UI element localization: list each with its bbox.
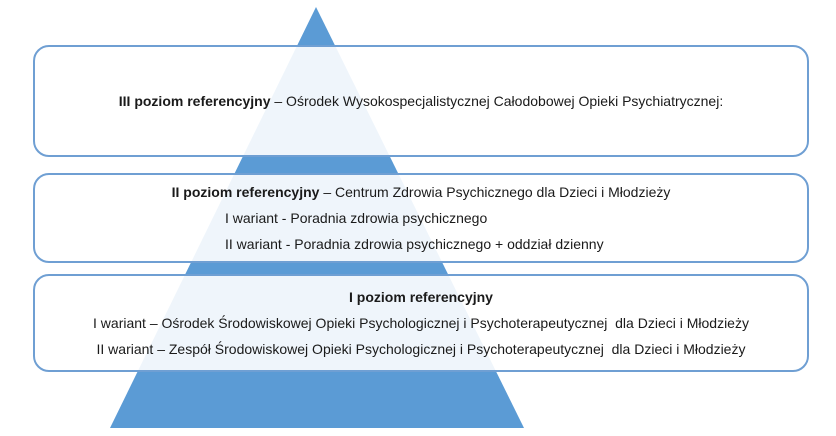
level-2-variant-1: I wariant - Poradnia zdrowia psychiczneg… [225, 210, 488, 226]
level-2-heading-bold: II poziom referencyjny [171, 184, 320, 200]
level-box-1: I poziom referencyjny I wariant – Ośrode… [33, 274, 809, 372]
level-2-heading: II poziom referencyjny – Centrum Zdrowia… [35, 179, 807, 205]
level-box-3: III poziom referencyjny – Ośrodek Wysoko… [33, 45, 809, 157]
level-1-heading: I poziom referencyjny [35, 284, 807, 310]
level-2-heading-suffix: – Centrum Zdrowia Psychicznego dla Dziec… [319, 184, 671, 200]
level-3-heading-bold: III poziom referencyjny [118, 93, 271, 109]
level-1-heading-bold: I poziom referencyjny [349, 289, 493, 305]
level-box-2: II poziom referencyjny – Centrum Zdrowia… [33, 173, 809, 263]
level-1-variant-2: II wariant – Zespół Środowiskowej Opieki… [96, 341, 746, 357]
level-3-heading-suffix: – Ośrodek Wysokospecjalistycznej Całodob… [270, 93, 724, 109]
level-3-heading: III poziom referencyjny – Ośrodek Wysoko… [35, 88, 807, 114]
level-1-variant-1: I wariant – Ośrodek Środowiskowej Opieki… [93, 315, 749, 331]
level-2-variant-2: II wariant - Poradnia zdrowia psychiczne… [225, 236, 604, 252]
